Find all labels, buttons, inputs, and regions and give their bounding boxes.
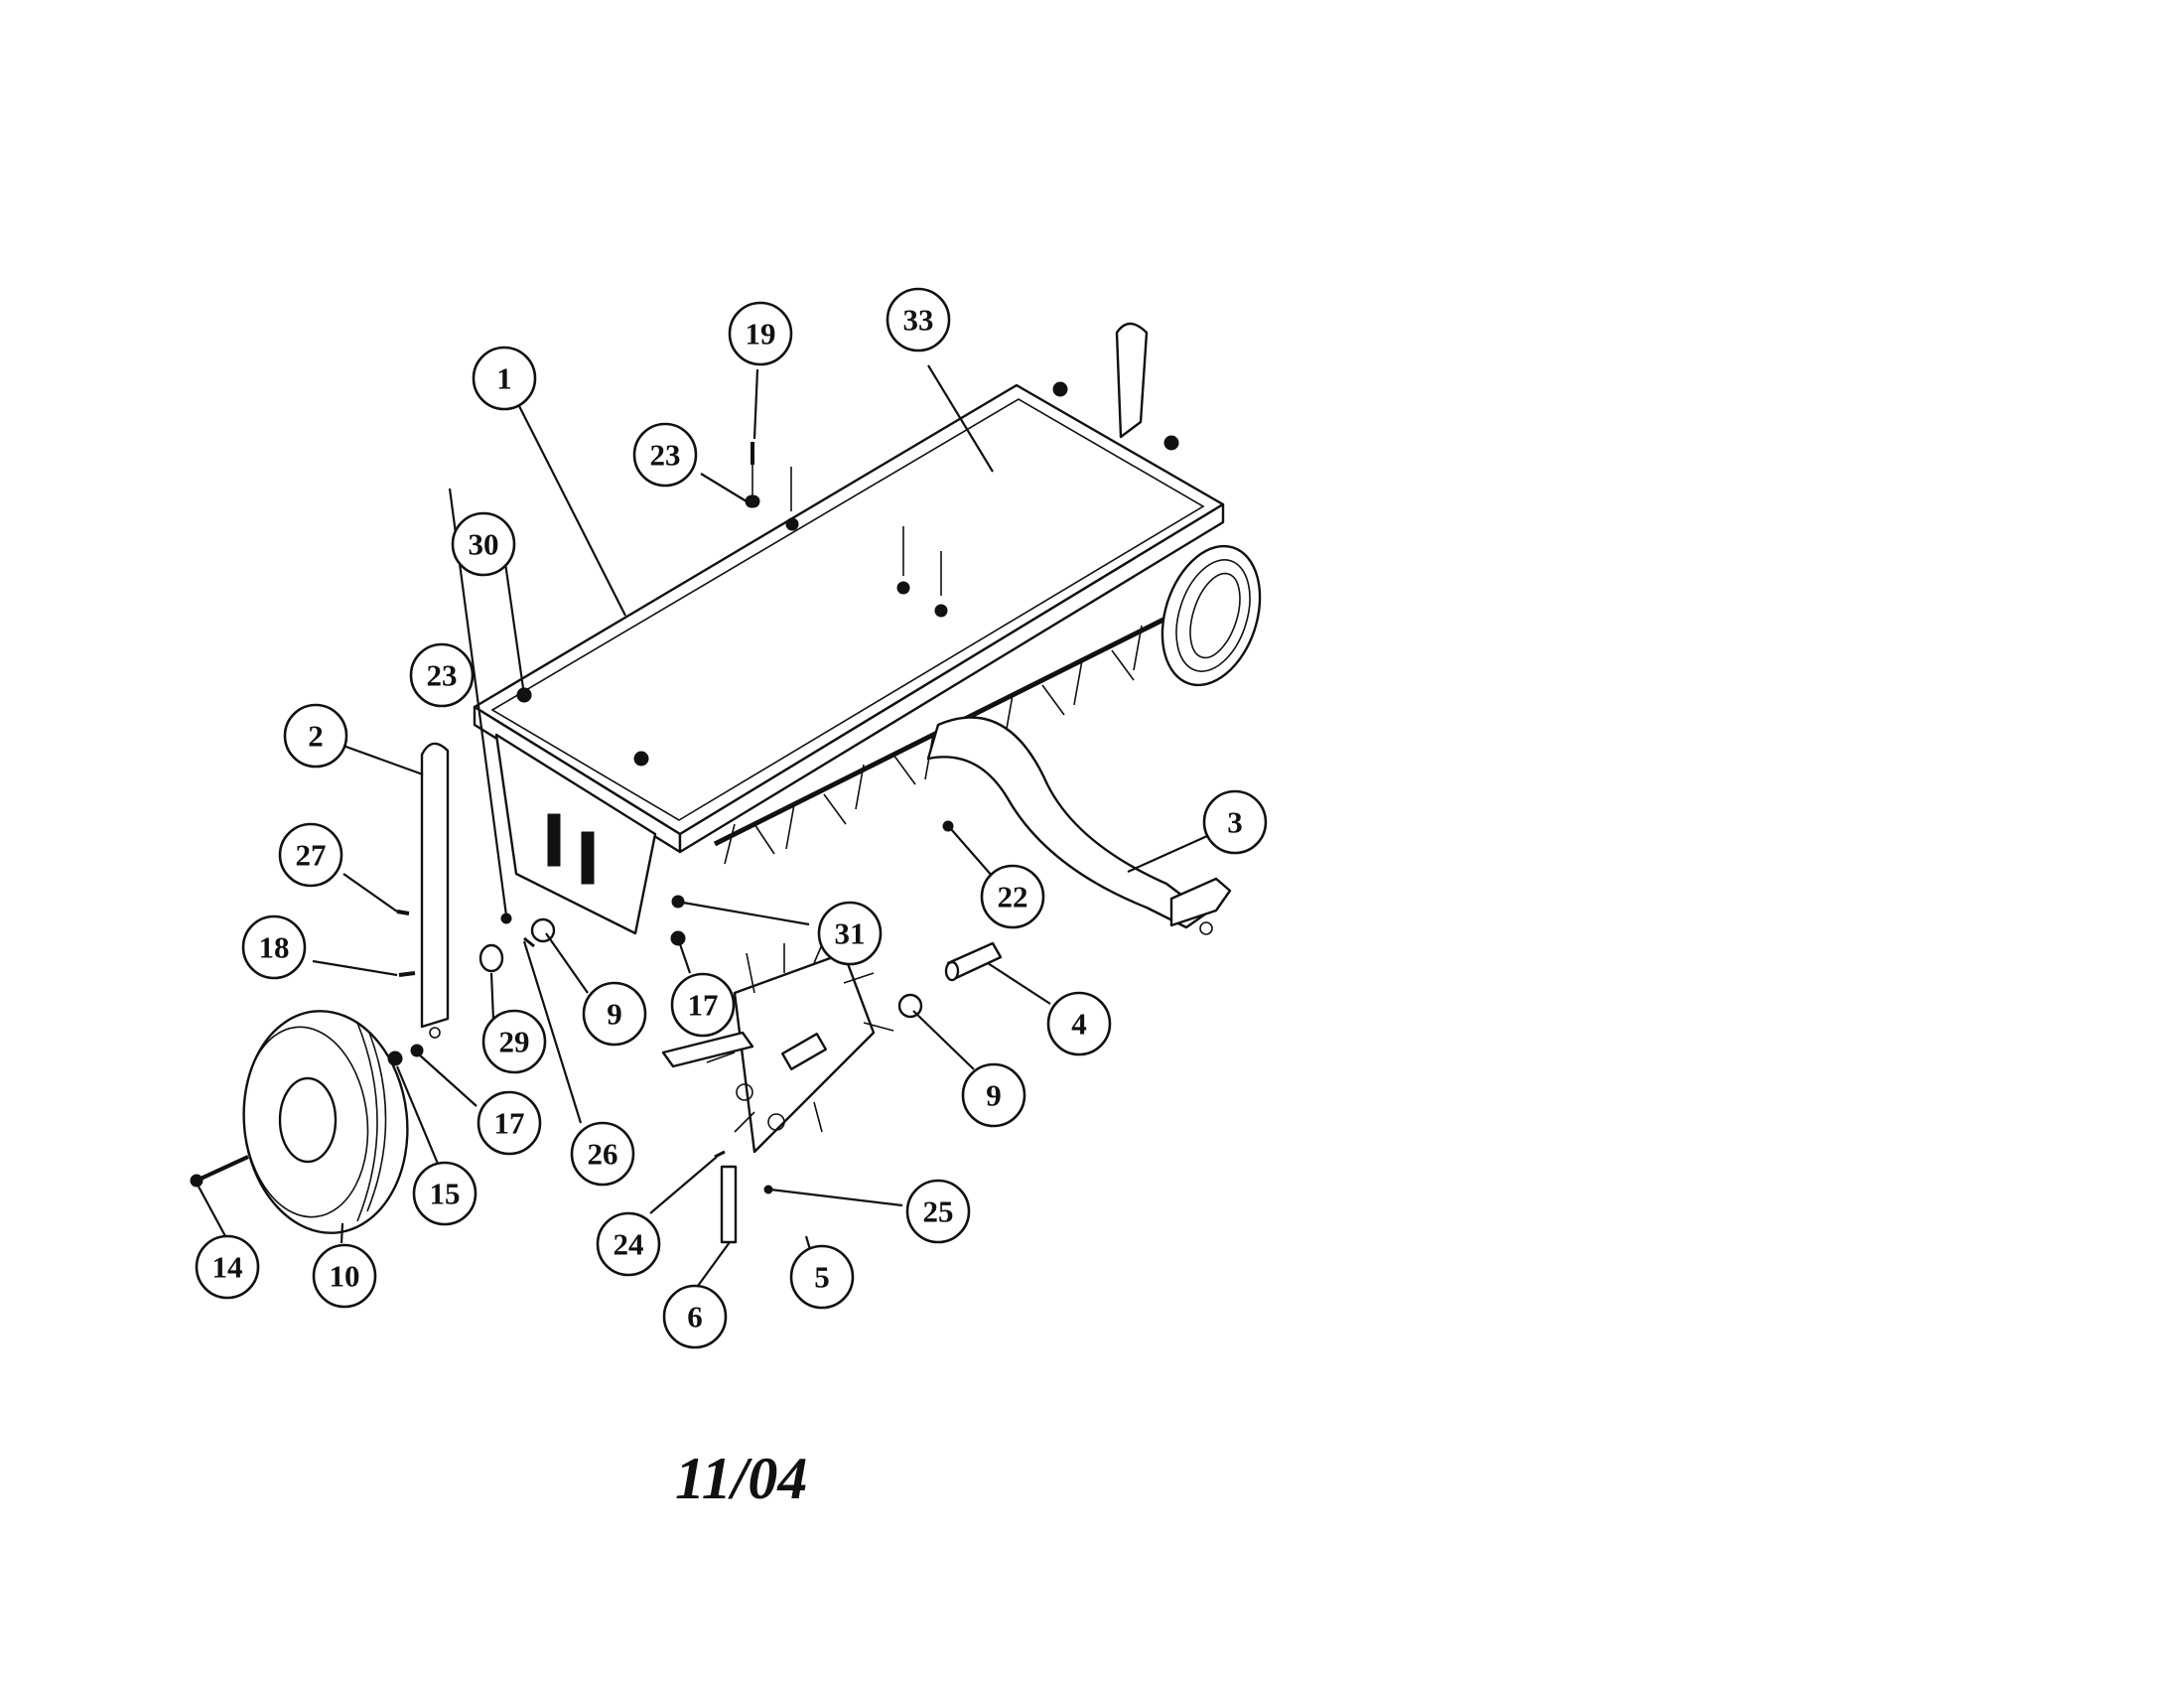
callout-2: 2 [283,703,348,769]
callout-6: 6 [662,1284,728,1349]
callout-6-label: 6 [687,1300,703,1334]
callout-27: 27 [278,822,343,888]
callout-15: 15 [412,1161,478,1226]
left-wheel-part [242,1010,409,1234]
callout-33: 33 [886,287,951,352]
callout-15-label: 15 [430,1177,461,1211]
callout-26-label: 26 [588,1137,618,1172]
callout-9a-label: 9 [607,997,622,1032]
callout-5-label: 5 [814,1260,830,1295]
callout-17b-label: 17 [688,988,719,1023]
callout-10: 10 [312,1243,377,1309]
callout-22: 22 [980,864,1045,929]
callout-5: 5 [789,1244,855,1310]
callout-10-label: 10 [330,1259,360,1294]
callout-2-label: 2 [308,719,324,754]
callouts: 1 2 3 4 5 6 9 9 10 14 15 [195,287,1268,1349]
callout-19-label: 19 [746,317,776,351]
callout-23b-label: 23 [427,658,458,693]
callout-17a-label: 17 [494,1106,525,1141]
callout-31-label: 31 [835,916,866,951]
callout-9a: 9 [582,981,647,1047]
callout-24: 24 [596,1211,661,1277]
right-wheel-part [1160,544,1262,687]
spacer-tube-part [944,941,1003,982]
callout-22-label: 22 [998,880,1028,914]
callout-25: 25 [905,1179,971,1244]
callout-9b-label: 9 [986,1078,1002,1113]
callout-29-label: 29 [499,1025,530,1059]
callout-17a: 17 [477,1090,542,1156]
callout-31: 31 [817,901,883,966]
callout-29: 29 [481,1009,547,1074]
callout-27-label: 27 [296,838,327,873]
date-code: 11/04 [675,1446,808,1511]
callout-24-label: 24 [614,1227,644,1262]
callout-19: 19 [728,301,793,366]
callout-14: 14 [195,1234,260,1300]
callout-23a-label: 23 [650,438,681,473]
callout-23b: 23 [409,642,475,708]
callout-18: 18 [241,914,307,980]
tine-star-part [661,934,894,1154]
callout-25-label: 25 [923,1194,954,1229]
left-wheel-bracket-part [420,742,450,1039]
callout-1: 1 [472,346,537,411]
frame-tray-part [473,381,1225,935]
callout-23a: 23 [632,422,698,488]
callout-30-label: 30 [469,527,499,562]
callout-33-label: 33 [903,303,934,338]
callout-18-label: 18 [259,930,290,965]
tow-bar-part [926,716,1232,935]
callout-4-label: 4 [1071,1007,1087,1042]
callout-30: 30 [451,511,516,577]
callout-1-label: 1 [496,361,512,396]
callout-14-label: 14 [212,1250,243,1285]
callout-4: 4 [1046,991,1112,1056]
right-wheel-bracket-part [1115,322,1149,439]
callout-3: 3 [1202,789,1268,855]
hardware-parts [190,442,954,1244]
callout-9b: 9 [961,1062,1026,1128]
callout-26: 26 [570,1121,635,1187]
callout-17b: 17 [670,972,736,1038]
callout-3-label: 3 [1227,805,1243,840]
